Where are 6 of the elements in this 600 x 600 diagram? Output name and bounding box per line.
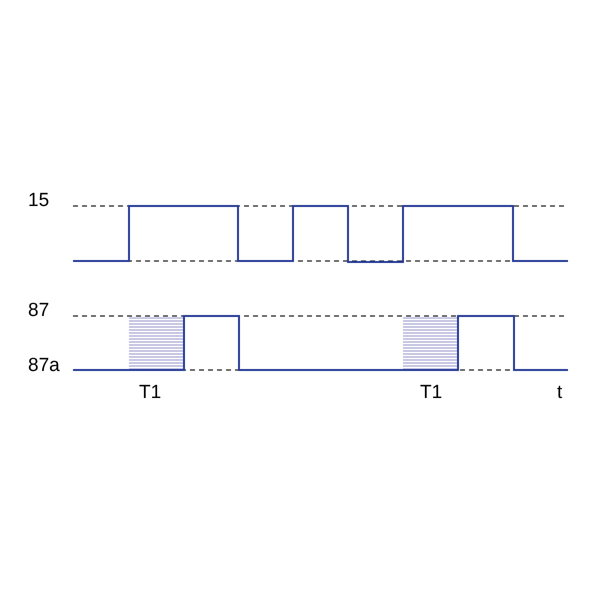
signal-label: 15 — [28, 191, 50, 210]
signal-label: t — [557, 383, 562, 402]
signal-label: 87 — [28, 301, 50, 320]
signal-label: T1 — [420, 383, 442, 402]
signal-label: T1 — [139, 383, 162, 402]
signal-label: 87a — [28, 356, 60, 375]
